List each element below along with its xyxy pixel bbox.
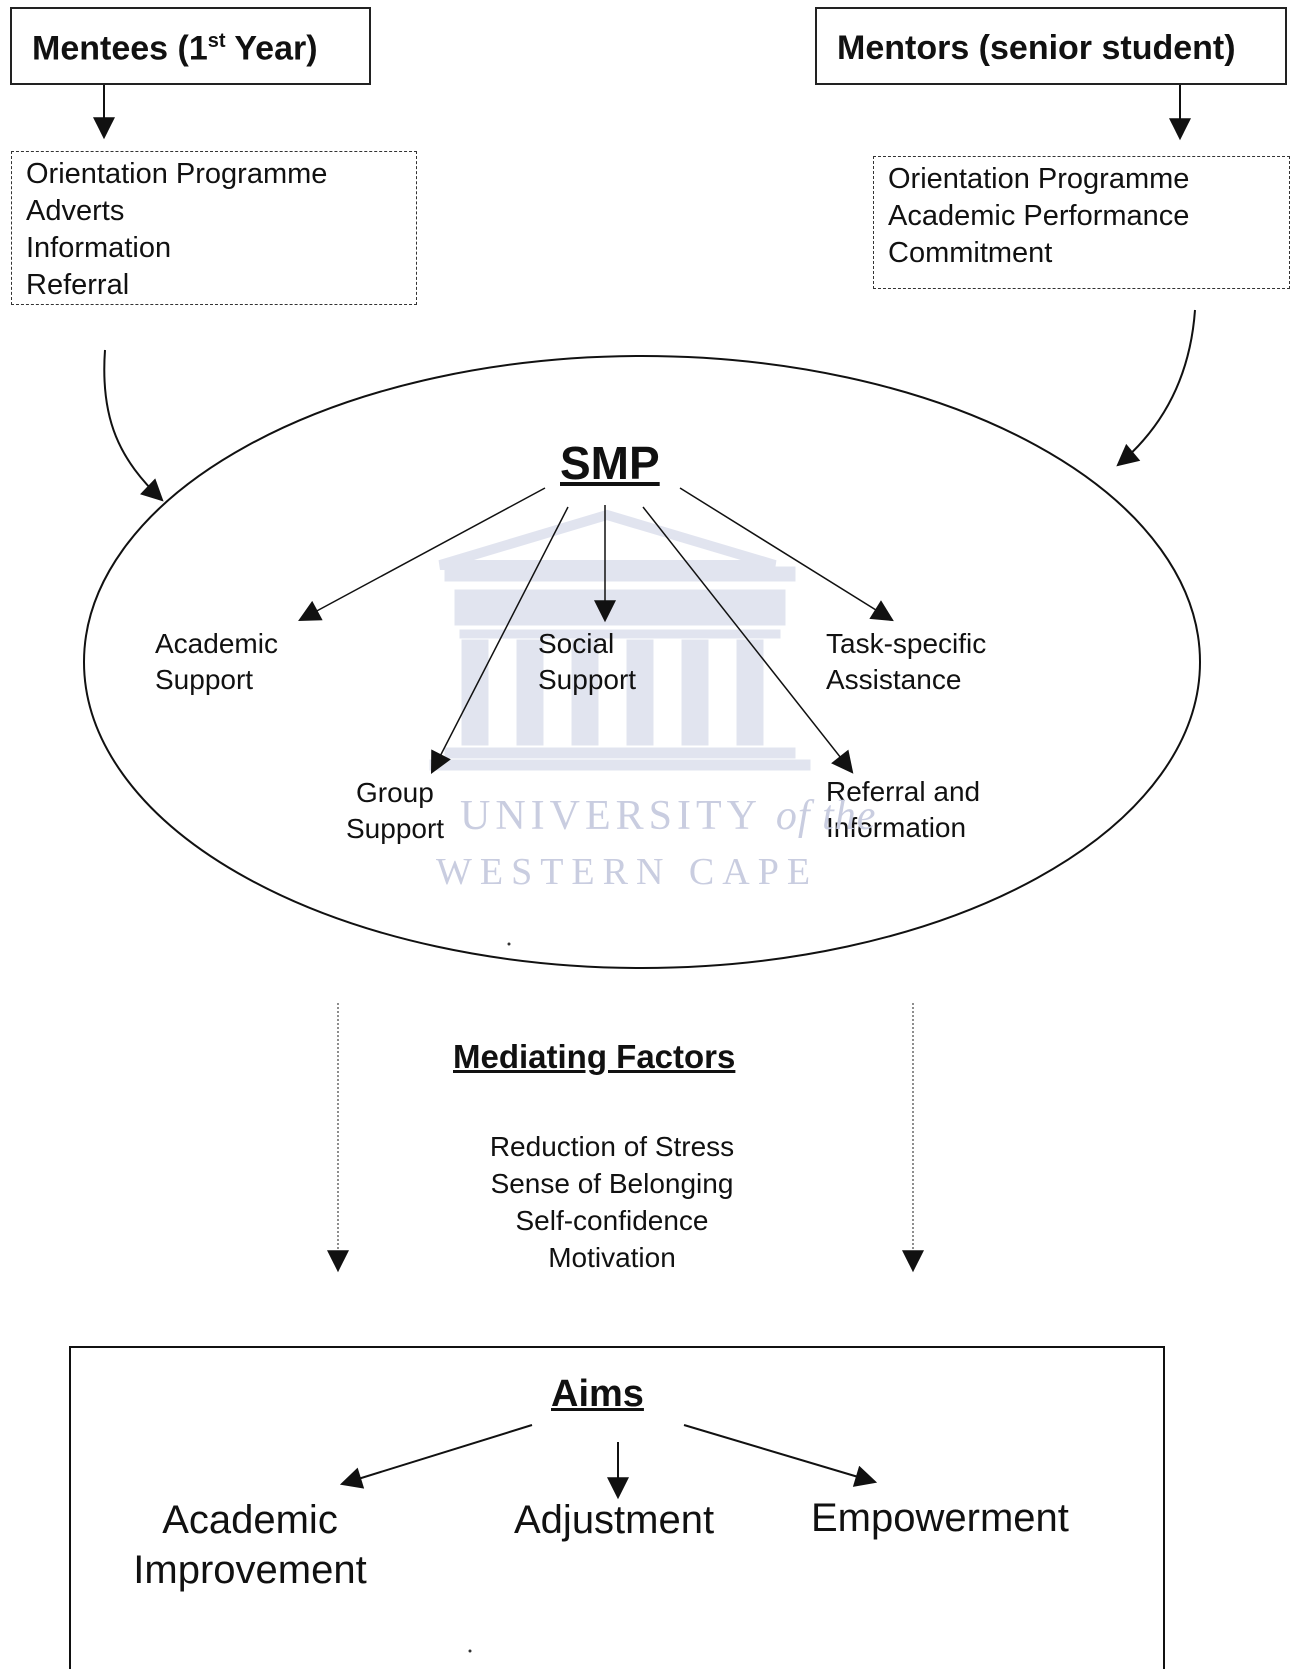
university-watermark-line1: UNIVERSITY of the <box>460 793 877 839</box>
stray-dot <box>468 1649 472 1653</box>
referral-information-node: Referral and Information <box>826 776 981 843</box>
mentors-to-smp-arrow <box>1116 309 1196 467</box>
smp-to-academic-arrow <box>298 487 546 622</box>
aims-to-academic-arrow <box>339 1424 533 1489</box>
mentees-list-box: Orientation Programme Adverts Informatio… <box>11 151 417 305</box>
university-building-watermark <box>429 509 811 771</box>
smp-to-task-arrow <box>679 487 894 622</box>
list-item: Referral <box>26 269 130 301</box>
mentees-title: Mentees (1st Year) <box>32 29 318 68</box>
list-item: Reduction of Stress <box>489 1131 735 1162</box>
mentees-to-smp-arrow <box>103 349 164 502</box>
group-support-node: Group Support <box>346 777 445 844</box>
academic-improvement-node: Academic Improvement <box>133 1498 367 1592</box>
list-item: Information <box>26 232 172 264</box>
social-support-node: Social Support <box>538 628 637 695</box>
task-specific-node: Task-specific Assistance <box>826 628 987 695</box>
empowerment-node: Empowerment <box>811 1496 1069 1540</box>
list-item: Orientation Programme <box>26 158 328 190</box>
aims-to-empowerment-arrow <box>683 1424 878 1487</box>
mediating-factors-title: Mediating Factors <box>453 1038 736 1075</box>
list-item: Sense of Belonging <box>490 1168 734 1199</box>
list-item: Motivation <box>548 1242 676 1273</box>
stray-dot <box>507 942 511 946</box>
aims-box <box>69 1346 1165 1669</box>
mentors-header-box: Mentors (senior student) <box>815 7 1287 85</box>
list-item: Self-confidence <box>515 1205 709 1236</box>
list-item: Commitment <box>888 237 1053 269</box>
mentees-header-box: Mentees (1st Year) <box>10 7 371 85</box>
mentors-list-box: Orientation Programme Academic Performan… <box>873 156 1290 289</box>
mediating-factors-list: Reduction of Stress Sense of Belonging S… <box>412 1128 812 1276</box>
list-item: Academic Performance <box>888 200 1190 232</box>
academic-support-node: Academic Support <box>155 628 278 695</box>
adjustment-node: Adjustment <box>514 1498 715 1542</box>
smp-to-referral-arrow <box>642 506 854 774</box>
list-item: Orientation Programme <box>888 163 1190 195</box>
list-item: Adverts <box>26 195 125 227</box>
mentors-title: Mentors (senior student) <box>837 29 1236 67</box>
smp-ellipse <box>83 355 1201 969</box>
smp-to-group-arrow <box>430 506 569 774</box>
aims-title: Aims <box>551 1373 644 1415</box>
smp-title: SMP <box>560 437 660 489</box>
university-watermark-line2: WESTERN CAPE <box>436 851 819 893</box>
